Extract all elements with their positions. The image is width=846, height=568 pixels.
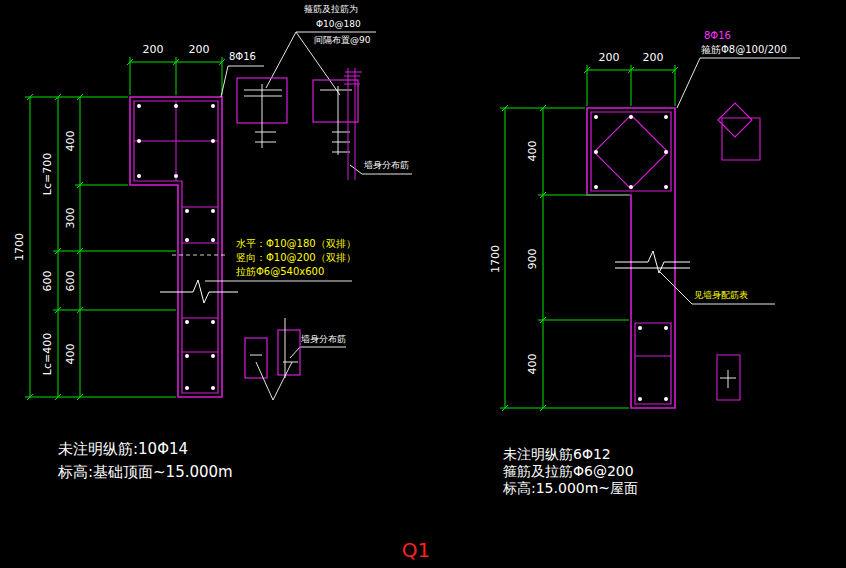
rebar-dot (211, 238, 215, 242)
dimension-text: 600 (42, 271, 55, 292)
callout-text: 间隔布置@90 (314, 35, 370, 45)
tie-hook-icon (320, 86, 352, 155)
rebar-dot (185, 320, 189, 324)
callout-text: Φ10@180 (316, 19, 361, 29)
diamond-icon (718, 103, 760, 160)
general-note: 未注明纵筋6Φ12 (503, 446, 611, 462)
rebar-dot (664, 150, 668, 154)
dimension-text: 400 (527, 354, 540, 375)
rebar-dot (211, 320, 215, 324)
dimension-text: 900 (527, 249, 540, 270)
stirrup (134, 101, 218, 393)
callout-text: 墙身分布筋 (301, 334, 346, 344)
rebar-dot (174, 104, 178, 108)
rebar-dots (137, 104, 215, 390)
dimension-text: 300 (65, 208, 78, 229)
rebar-dot (638, 326, 642, 330)
dimension-text: 200 (143, 44, 164, 57)
callout-text: 见墙身配筋表 (694, 290, 748, 300)
rebar-dot (629, 115, 633, 119)
dimension-text: 200 (643, 52, 664, 65)
rebar-dot (137, 104, 141, 108)
tie-bars (134, 101, 218, 352)
callout-text: 箍筋及拉筋为 (304, 4, 358, 14)
rebar-dot (664, 115, 668, 119)
rebar-dot (211, 139, 215, 143)
stirrup (591, 112, 671, 404)
callout-text: 8Φ16 (229, 51, 256, 63)
rebar-dots (594, 115, 668, 401)
rebar-dot (638, 397, 642, 401)
rebar-dot (664, 397, 668, 401)
rebar-dot (185, 354, 189, 358)
rebar-dot (594, 150, 598, 154)
rebar-dot (185, 209, 189, 213)
callout-text: 墙身分布筋 (364, 160, 409, 170)
rebar-dot (137, 139, 141, 143)
column-outline (587, 108, 675, 408)
callout-text: 8Φ16 (704, 30, 731, 42)
drawing-title: Q1 (402, 539, 430, 562)
rebar-dot (664, 326, 668, 330)
dimension-lines (25, 57, 225, 400)
dimension-text: 400 (65, 131, 78, 152)
break-symbol (160, 280, 238, 303)
stirrup-icon (245, 338, 267, 378)
rebar-dot (211, 104, 215, 108)
dimension-text: 1700 (490, 245, 503, 273)
rebar-dot (629, 185, 633, 189)
callout-text: 箍筋Φ8@100/200 (701, 44, 787, 56)
dimension-lines (500, 65, 678, 411)
dimension-text: 1700 (14, 233, 27, 261)
dimension-text: 400 (527, 141, 540, 162)
wall-bar-icon (344, 68, 362, 180)
general-note: 箍筋及拉筋Φ6@200 (503, 463, 634, 479)
rebar-dot (594, 185, 598, 189)
rebar-dot (594, 115, 598, 119)
reinforcement-note: 竖向：Φ10@200（双排） (236, 252, 356, 264)
rebar-dot (211, 354, 215, 358)
dimension-text: 200 (189, 44, 210, 57)
leader-lines (660, 58, 800, 304)
rebar-dot (185, 238, 189, 242)
dimension-text: Lc=700 (42, 153, 55, 195)
dimension-text: 200 (599, 52, 620, 65)
rebar-dot (185, 386, 189, 390)
rebar-dot (174, 174, 178, 178)
section-line (172, 255, 228, 256)
tie-hook-icon (250, 318, 298, 400)
dimension-text: 600 (65, 271, 78, 292)
reinforcement-note: 水平：Φ10@180（双排） (236, 238, 356, 250)
leader-lines (205, 32, 412, 358)
stirrup-icon (313, 80, 358, 122)
column-outline (130, 97, 222, 397)
general-note: 标高:15.000m~屋面 (503, 480, 638, 496)
tie-hook-icon (720, 370, 736, 388)
rebar-dot (664, 185, 668, 189)
tie-hook-icon (244, 84, 282, 148)
rebar-dot (137, 174, 141, 178)
rebar-dot (211, 386, 215, 390)
dimension-text: 400 (65, 344, 78, 365)
stirrup-icon (717, 355, 740, 400)
general-note: 标高:基础顶面~15.000m (58, 464, 233, 481)
rebar-dot (211, 209, 215, 213)
general-note: 未注明纵筋:10Φ14 (58, 441, 188, 458)
dimension-text: Lc=400 (42, 333, 55, 375)
break-symbol (615, 251, 690, 273)
reinforcement-note: 拉筋Φ6@540x600 (236, 266, 324, 278)
